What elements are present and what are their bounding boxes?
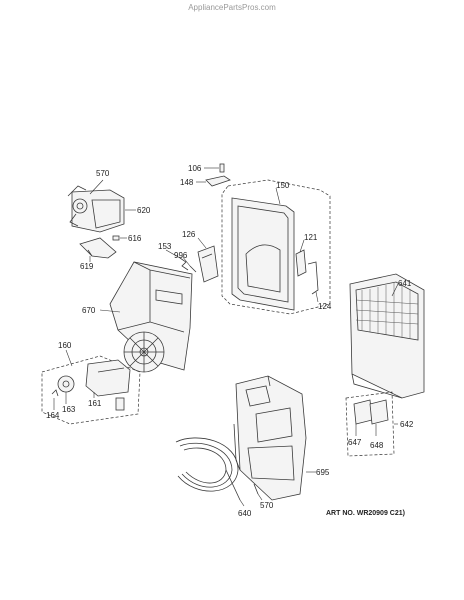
part-570-screw[interactable] bbox=[253, 483, 259, 495]
leader-124 bbox=[315, 291, 319, 303]
part-641-rear-panel[interactable] bbox=[349, 273, 425, 399]
callout-640[interactable]: 640 bbox=[238, 509, 252, 518]
part-695-dispenser-housing[interactable] bbox=[233, 375, 307, 501]
part-auger-fan[interactable] bbox=[123, 331, 165, 373]
callout-164[interactable]: 164 bbox=[46, 411, 60, 420]
leader-640 bbox=[239, 499, 245, 507]
callout-619[interactable]: 619 bbox=[80, 262, 94, 271]
callout-163[interactable]: 163 bbox=[62, 405, 76, 414]
part-616-screw[interactable] bbox=[112, 235, 120, 241]
part-647-valve[interactable] bbox=[353, 399, 373, 425]
callout-695[interactable]: 695 bbox=[316, 468, 330, 477]
leader-996 bbox=[181, 255, 191, 267]
callout-153[interactable]: 153 bbox=[158, 242, 172, 251]
group-642-outline bbox=[345, 391, 395, 457]
part-124-link[interactable] bbox=[307, 261, 319, 295]
callout-150[interactable]: 150 bbox=[276, 181, 290, 190]
callout-642[interactable]: 642 bbox=[400, 420, 414, 429]
leader-641 bbox=[391, 283, 399, 297]
part-153-spring[interactable] bbox=[179, 257, 189, 271]
part-640-tubing[interactable] bbox=[175, 437, 241, 501]
leader-570b bbox=[257, 493, 263, 501]
callout-121[interactable]: 121 bbox=[304, 233, 318, 242]
callout-648[interactable]: 648 bbox=[370, 441, 384, 450]
watermark: AppliancePartsPros.com bbox=[188, 3, 276, 12]
part-620-auger-motor[interactable] bbox=[67, 185, 125, 233]
callout-647[interactable]: 647 bbox=[348, 438, 362, 447]
callout-641[interactable]: 641 bbox=[398, 279, 412, 288]
leader-160 bbox=[65, 349, 73, 367]
art-number: ART NO. WR20909 C21) bbox=[326, 510, 405, 517]
group-160-outline bbox=[41, 355, 141, 425]
leader-570a bbox=[89, 179, 104, 195]
part-163-gear[interactable] bbox=[57, 375, 75, 393]
part-164-clip[interactable] bbox=[51, 389, 59, 397]
part-996-pin[interactable] bbox=[189, 265, 197, 273]
callout-148[interactable]: 148 bbox=[180, 178, 194, 187]
callout-570-bottom[interactable]: 570 bbox=[260, 501, 274, 510]
part-126-solenoid[interactable] bbox=[197, 245, 219, 283]
leader-121 bbox=[299, 239, 305, 253]
part-106-screw[interactable] bbox=[219, 163, 225, 173]
group-150-outline bbox=[221, 179, 331, 315]
part-121-latch[interactable] bbox=[295, 249, 307, 277]
part-161-motor[interactable] bbox=[85, 359, 131, 411]
callout-570-top[interactable]: 570 bbox=[96, 169, 110, 178]
callout-161[interactable]: 161 bbox=[88, 399, 102, 408]
part-648-valve[interactable] bbox=[369, 399, 389, 425]
leader-670 bbox=[99, 309, 121, 313]
leader-150 bbox=[275, 187, 281, 205]
callout-126[interactable]: 126 bbox=[182, 230, 196, 239]
part-670-housing[interactable] bbox=[109, 261, 193, 371]
callout-620[interactable]: 620 bbox=[137, 206, 151, 215]
callout-160[interactable]: 160 bbox=[58, 341, 72, 350]
callout-996[interactable]: 996 bbox=[174, 251, 188, 260]
part-148-bracket[interactable] bbox=[205, 175, 231, 187]
part-619-chute[interactable] bbox=[79, 237, 117, 259]
callout-106[interactable]: 106 bbox=[188, 164, 202, 173]
callout-670[interactable]: 670 bbox=[82, 306, 96, 315]
leader-126 bbox=[197, 237, 207, 249]
callout-616[interactable]: 616 bbox=[128, 234, 142, 243]
part-150-door[interactable] bbox=[231, 197, 295, 311]
leader-153 bbox=[165, 249, 181, 259]
callout-124[interactable]: 124 bbox=[318, 302, 332, 311]
